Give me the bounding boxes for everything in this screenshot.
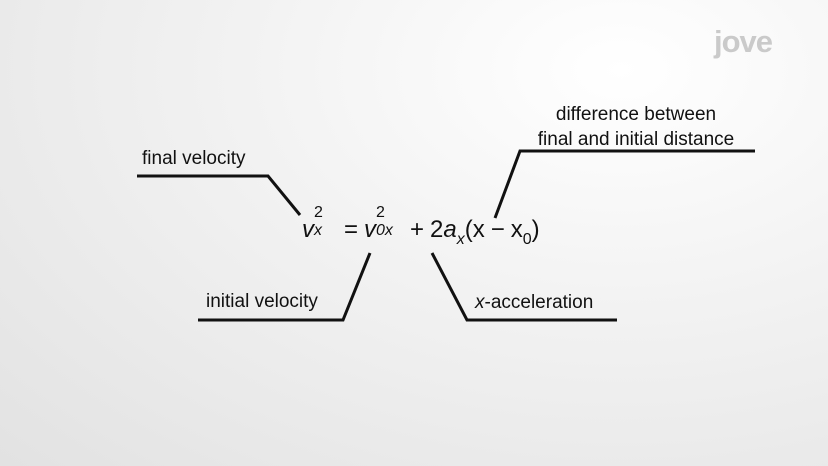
x-acceleration-label: x-acceleration [475, 292, 593, 314]
distance-difference-line2: final and initial distance [537, 129, 735, 150]
eq-close-paren: ) [531, 216, 540, 243]
jove-logo: jove [714, 24, 773, 59]
eq-minus-sign: − [490, 216, 505, 243]
eq-initial-position-symbol: x [510, 216, 523, 243]
eq-position-symbol: x [472, 216, 485, 243]
initial-velocity-connector [198, 252, 372, 322]
eq-acceleration-symbol: a [443, 216, 457, 243]
eq-final-velocity-symbol: v [302, 216, 314, 243]
eq-open-paren: ( [464, 216, 473, 243]
difference-connector [493, 149, 755, 219]
distance-difference-label: difference between final and initial dis… [520, 102, 752, 152]
x-acceleration-variable: x [475, 292, 485, 313]
eq-final-velocity-exponent: 2 [314, 204, 323, 221]
x-acceleration-connector [430, 252, 617, 322]
eq-coefficient: 2 [430, 216, 444, 243]
eq-initial-position-subscript: 0 [522, 231, 532, 248]
eq-initial-velocity-exponent: 2 [376, 204, 385, 221]
eq-initial-velocity-symbol: v [364, 216, 377, 243]
eq-plus-sign: + [410, 216, 425, 243]
final-velocity-connector [137, 174, 302, 216]
eq-final-velocity-subscript: x [314, 222, 322, 239]
eq-equals-sign: = [344, 216, 359, 243]
distance-difference-line1: difference between [555, 104, 717, 125]
eq-acceleration-subscript: x [456, 231, 465, 248]
x-acceleration-text: -acceleration [484, 292, 594, 313]
initial-velocity-label: initial velocity [206, 291, 318, 312]
eq-initial-velocity-subscript: 0x [376, 222, 393, 239]
final-velocity-label: final velocity [142, 148, 246, 169]
